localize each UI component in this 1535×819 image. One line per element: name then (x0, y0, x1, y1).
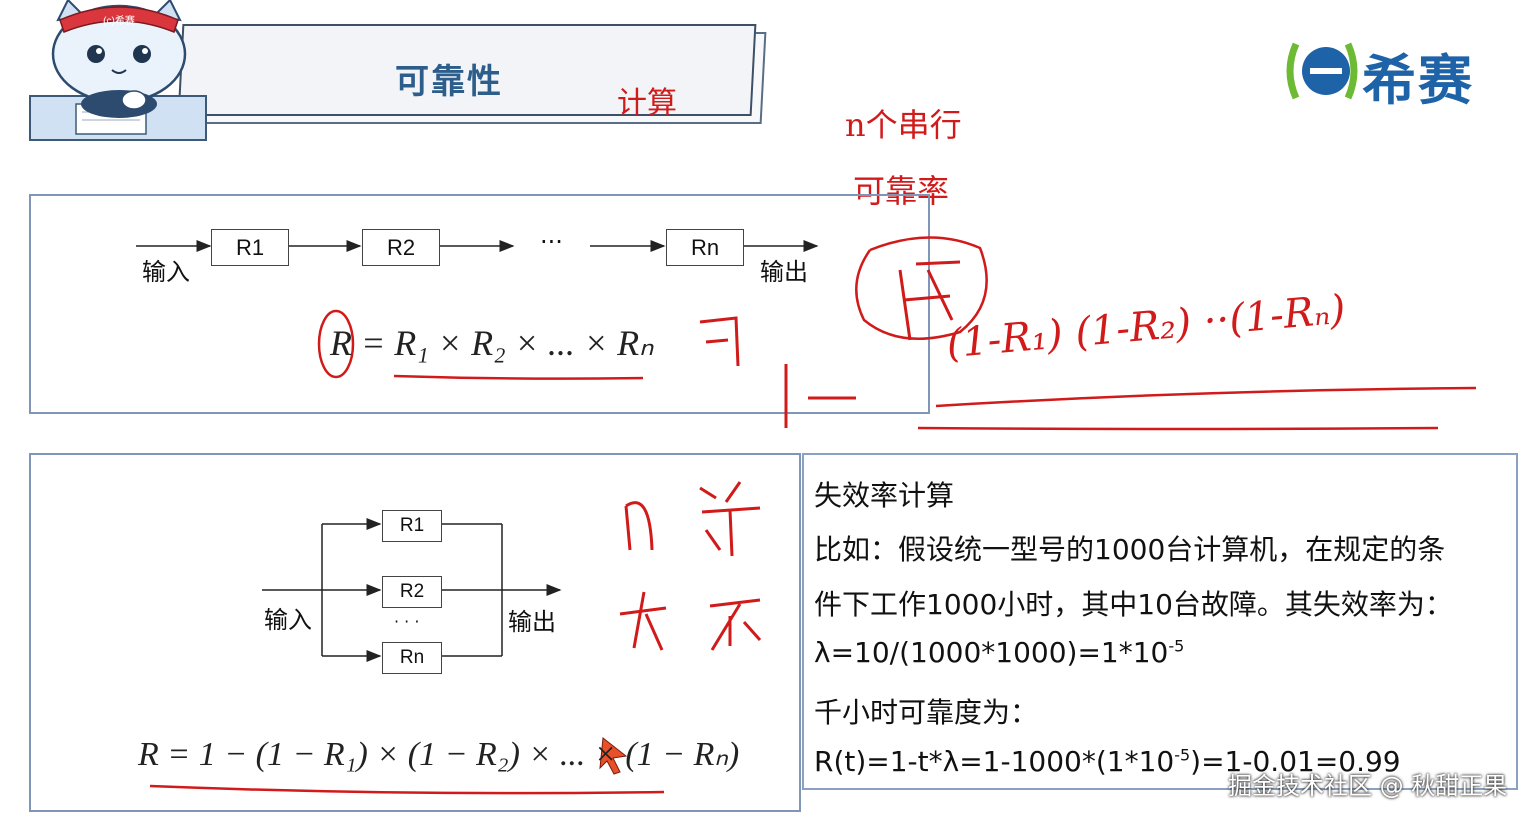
failure-rate-line4: 千小时可靠度为： (814, 696, 1039, 729)
failure-rate-line3: λ=10/(1000*1000)=1*10-5 (814, 636, 1185, 669)
watermark: 掘金技术社区 @ 秋甜正果 (1228, 772, 1508, 800)
mascot-hat-text: (c)希赛 (103, 14, 135, 27)
parallel-rn-box: Rn (382, 642, 442, 674)
note-reliability: 可靠率 (853, 172, 950, 210)
handwritten-product: (1-R₁) (1-R₂) ··(1-Rₙ) (944, 286, 1348, 368)
note-n-series: n个串行 (845, 106, 962, 144)
series-ellipsis: ··· (540, 228, 563, 256)
xisai-logo-icon (1286, 42, 1358, 100)
failure-rate-line2: 件下工作1000小时，其中10台故障。其失效率为： (814, 588, 1453, 621)
parallel-panel (29, 453, 801, 812)
parallel-input-label: 输入 (264, 606, 312, 634)
failure-rate-heading: 失效率计算 (814, 479, 955, 512)
page-title: 可靠性 (395, 62, 503, 102)
failure-rate-panel (802, 453, 1518, 790)
series-output-label: 输出 (760, 258, 808, 286)
parallel-r1-box: R1 (382, 510, 442, 542)
series-r2-box: R2 (362, 229, 440, 266)
series-formula: R = R₁ × R₂ × ... × Rₙ (330, 323, 654, 363)
series-input-label: 输入 (142, 258, 190, 286)
parallel-formula: R = 1 − (1 − R₁) × (1 − R₂) × ... × (1 −… (138, 736, 740, 773)
parallel-dots: · · · (394, 612, 420, 631)
parallel-r2-box: R2 (382, 576, 442, 608)
cat-mascot-icon: (c)希赛 (29, 0, 207, 141)
failure-rate-line1: 比如：假设统一型号的1000台计算机，在规定的条 (814, 533, 1446, 566)
parallel-output-label: 输出 (508, 608, 556, 636)
failure-rate-line5: R(t)=1-t*λ=1-1000*(1*10-5)=1-0.01=0.99 (814, 745, 1401, 778)
series-rn-box: Rn (666, 229, 744, 266)
series-r1-box: R1 (211, 229, 289, 266)
logo-text: 希赛 (1362, 49, 1474, 112)
handwritten-note-calc: 计算 (617, 86, 677, 121)
series-panel (29, 194, 930, 414)
